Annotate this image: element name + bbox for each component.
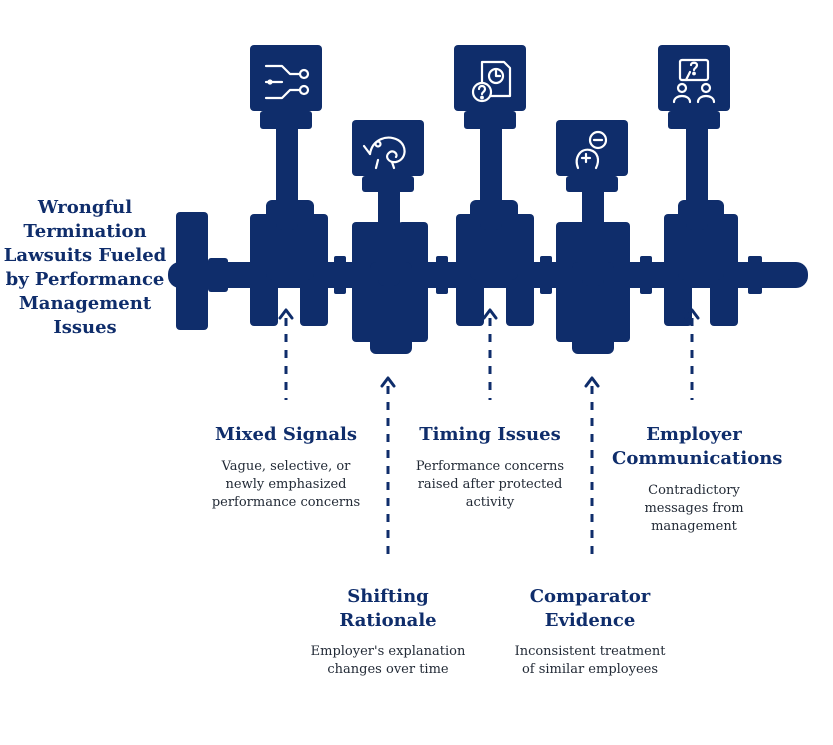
arrowheads: [278, 308, 700, 388]
piston-2: [352, 120, 424, 192]
arrowhead-3: [482, 308, 498, 320]
label-employer-communications: Employer Communications: [612, 424, 783, 469]
arrowhead-2: [380, 376, 396, 388]
desc-comparator-evidence: Inconsistent treatment of similar employ…: [514, 644, 666, 677]
label-shifting-rationale: Shifting Rationale: [339, 586, 437, 631]
arrowhead-5: [684, 308, 700, 320]
desc-mixed-signals: Vague, selective, or newly emphasized pe…: [211, 459, 361, 510]
desc-employer-communications: Contradictory messages from management: [644, 483, 744, 534]
piston-1: [250, 45, 322, 129]
piston-5: [658, 45, 730, 129]
piston-4: [556, 120, 628, 192]
document-clock-question-icon: [471, 60, 512, 103]
dashed-connectors: [284, 318, 694, 560]
chameleon-icon: [362, 136, 406, 170]
connecting-rods: [276, 120, 708, 286]
desc-shifting-rationale: Employer's explanation changes over time: [310, 644, 466, 677]
desc-timing-issues: Performance concerns raised after protec…: [415, 459, 565, 510]
diagram-title: Wrongful Termination Lawsuits Fueled by …: [3, 197, 167, 338]
arrowhead-4: [584, 376, 600, 388]
arrowhead-1: [278, 308, 294, 320]
plus-minus-heads-icon: [575, 130, 608, 170]
label-mixed-signals: Mixed Signals: [215, 424, 357, 445]
signal-flow-icon: [264, 64, 310, 100]
label-comparator-evidence: Comparator Evidence: [529, 586, 651, 631]
people-question-icon: [672, 58, 716, 104]
label-timing-issues: Timing Issues: [419, 424, 561, 445]
